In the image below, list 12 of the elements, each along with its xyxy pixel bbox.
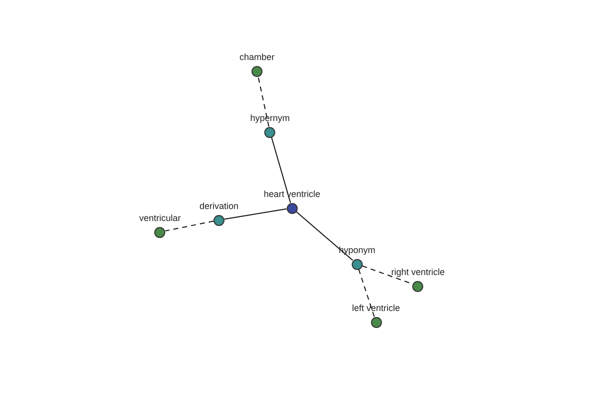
connector-line [164,220,214,232]
node-label: chamber [240,52,274,63]
node-label: hypernym [250,113,290,124]
connector-line [358,268,375,318]
connector-line [258,76,270,128]
connector-line [271,136,291,204]
connector-line [224,208,288,220]
node-label: left ventricle [352,303,400,314]
node-label: right ventricle [391,267,445,278]
connector-line [296,211,354,261]
node-label: derivation [199,201,239,212]
node-label: ventricular [139,213,181,224]
